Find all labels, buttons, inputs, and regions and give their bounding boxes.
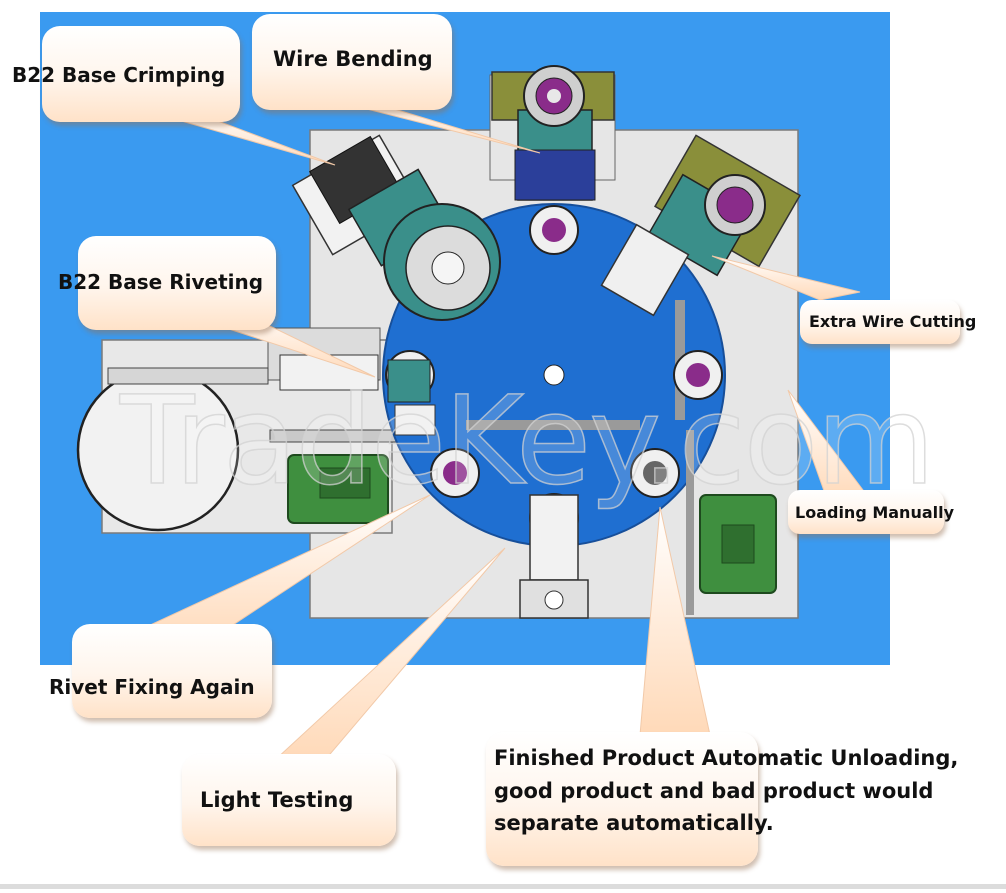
bottom-divider xyxy=(0,884,1006,889)
label-loading-manually-text: Loading Manually xyxy=(795,503,955,522)
label-light-testing: Light Testing xyxy=(182,754,396,846)
label-rivet-fixing-again: Rivet Fixing Again xyxy=(49,624,272,718)
crimping-unit xyxy=(291,134,501,321)
label-base-crimping-text: B22 Base Crimping xyxy=(12,63,226,87)
label-base-riveting-text: B22 Base Riveting xyxy=(58,270,264,294)
station-bottom-left xyxy=(430,448,480,498)
label-wire-bending-text: Wire Bending xyxy=(273,47,433,71)
station-bottom-right xyxy=(630,448,680,498)
light-test-stand xyxy=(529,494,579,581)
label-loading-manually: Loading Manually xyxy=(788,490,954,534)
watermark: TradeKey.com xyxy=(119,369,936,513)
label-base-crimping: B22 Base Crimping xyxy=(12,26,240,122)
wire-bending-unit xyxy=(491,65,615,201)
label-finished-product-unloading: Finished Product Automatic Unloading, go… xyxy=(486,732,958,866)
label-base-riveting: B22 Base Riveting xyxy=(58,236,276,330)
station-top xyxy=(529,205,579,255)
wire-cutting-unit xyxy=(600,134,801,317)
label-extra-wire-cutting-text: Extra Wire Cutting xyxy=(809,312,977,331)
riveting-unit xyxy=(279,354,436,436)
station-right xyxy=(673,350,723,400)
label-wire-bending: Wire Bending xyxy=(252,14,452,110)
label-extra-wire-cutting: Extra Wire Cutting xyxy=(800,300,976,344)
label-rivet-fixing-again-text: Rivet Fixing Again xyxy=(49,675,255,699)
label-finished-product-unloading-text: Finished Product Automatic Unloading, go… xyxy=(494,746,959,836)
label-light-testing-text: Light Testing xyxy=(200,788,354,812)
